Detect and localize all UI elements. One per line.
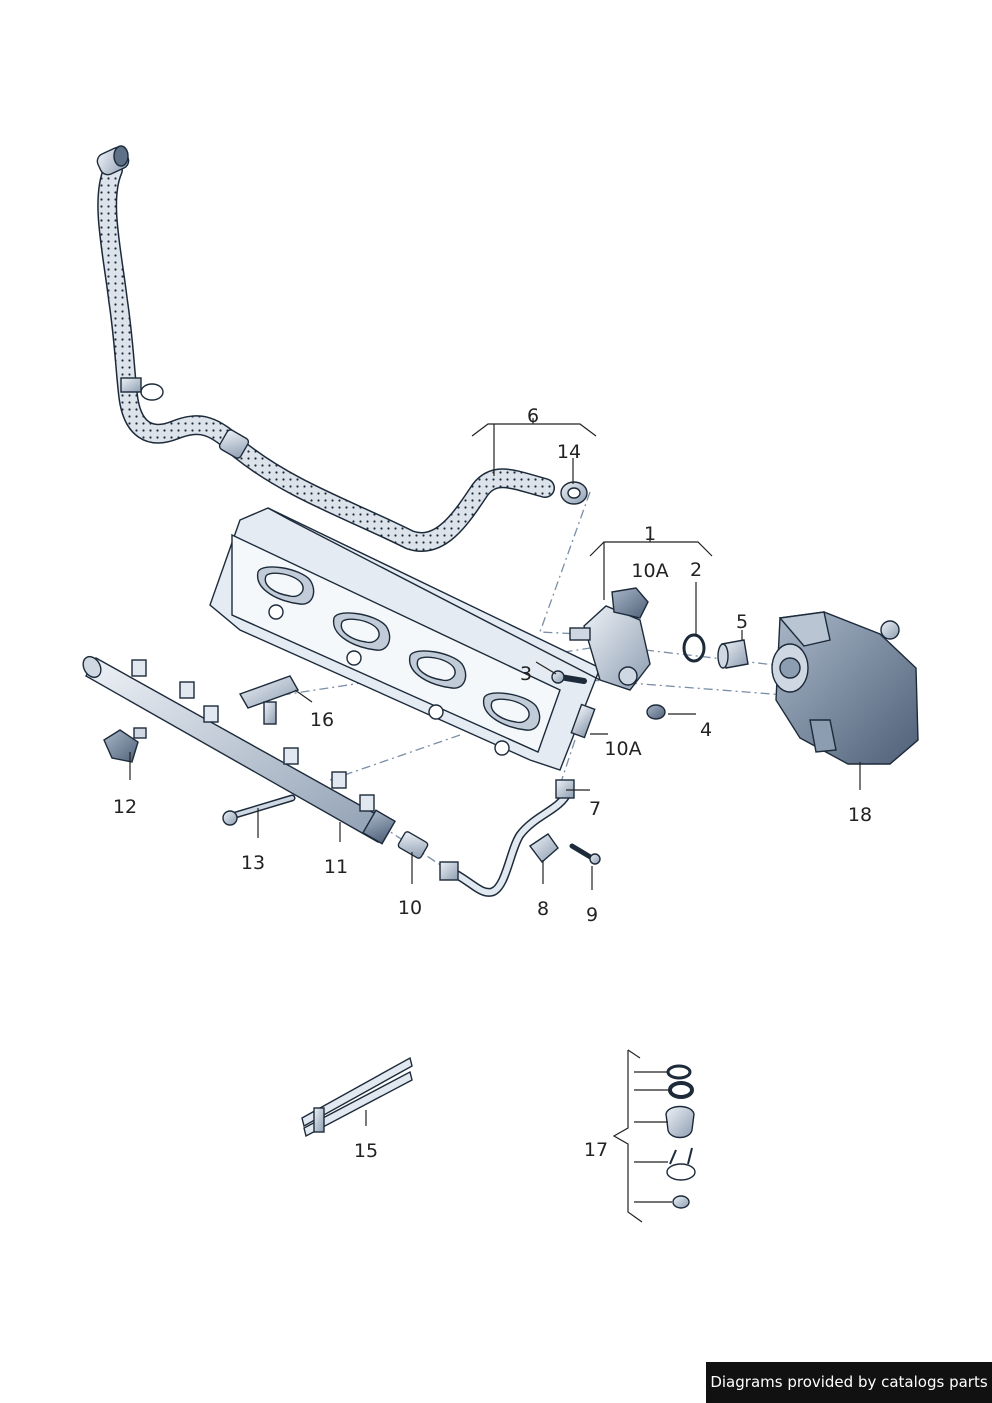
hose-connector — [218, 429, 250, 459]
high-pressure-pump — [569, 587, 651, 691]
callout-3: 3 — [520, 663, 532, 685]
clamp-8 — [528, 833, 559, 864]
callout-5: 5 — [736, 611, 748, 633]
rail-injector-cup — [131, 659, 375, 812]
intake-port-2 — [333, 612, 391, 651]
o-ring-2 — [682, 633, 706, 663]
pressure-sensor — [103, 727, 147, 763]
callout-10: 10 — [398, 897, 422, 919]
callout-15: 15 — [354, 1140, 378, 1162]
cable-tie-15 — [301, 1056, 413, 1138]
leader-lines — [129, 418, 861, 1223]
hose-clip — [120, 377, 164, 401]
intake-port-3 — [409, 650, 467, 689]
hose-clip-14 — [560, 481, 588, 505]
bolt-3 — [551, 670, 587, 684]
intake-port-1 — [257, 566, 315, 605]
callout-8: 8 — [537, 898, 549, 920]
callout-14: 14 — [557, 441, 581, 463]
screw-9 — [569, 843, 601, 865]
plug-4 — [646, 704, 666, 720]
callout-17: 17 — [584, 1139, 608, 1161]
callout-16: 16 — [310, 709, 334, 731]
roller-tappet-5 — [717, 639, 749, 669]
callout-11: 11 — [324, 856, 348, 878]
fuel-rail — [82, 655, 396, 845]
high-pressure-line — [439, 779, 575, 897]
callout-6: 6 — [527, 405, 539, 427]
footer-credit: Diagrams provided by catalogs parts — [706, 1362, 992, 1403]
callout-10a-bottom: 10A — [604, 738, 641, 760]
callout-2: 2 — [690, 559, 702, 581]
callout-4: 4 — [700, 719, 712, 741]
injector-16 — [238, 675, 300, 725]
bolt-13 — [222, 794, 296, 826]
callout-9: 9 — [586, 904, 598, 926]
repair-kit-17 — [665, 1064, 696, 1209]
hose-end-fitting — [96, 145, 130, 176]
union-10 — [397, 831, 429, 859]
cylinder-head — [209, 507, 601, 771]
fuel-hose — [96, 145, 555, 552]
intake-port-4 — [483, 692, 541, 731]
callout-1: 1 — [644, 523, 656, 545]
callout-labels: 1 2 3 4 5 6 7 8 9 10 10A 10A 11 12 13 14… — [113, 405, 872, 1162]
callout-18: 18 — [848, 804, 872, 826]
callout-13: 13 — [241, 852, 265, 874]
fitting-10a — [570, 703, 596, 739]
vacuum-pump-18 — [771, 611, 919, 765]
callout-7: 7 — [589, 798, 601, 820]
callout-12: 12 — [113, 796, 137, 818]
callout-10a-top: 10A — [631, 560, 668, 582]
